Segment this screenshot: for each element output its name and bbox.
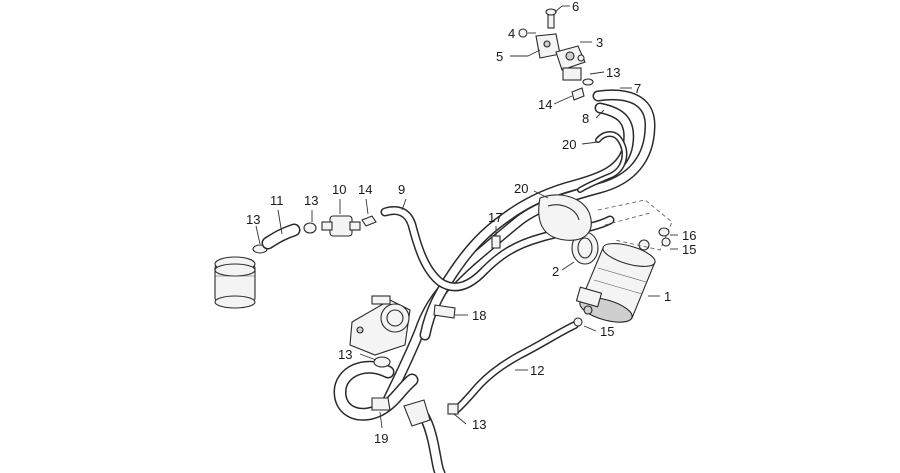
elbow-hose-11 — [261, 223, 301, 250]
clip-18 — [433, 304, 456, 319]
callout-13-left: 13 — [246, 212, 260, 227]
throttle-body-inlet — [214, 256, 256, 309]
callout-15-pump: 15 — [600, 324, 614, 339]
clip-15-right — [661, 237, 671, 247]
hose-7-main-run — [382, 89, 656, 406]
clip-16 — [658, 227, 670, 237]
small-clip-14-top — [571, 87, 585, 101]
callout-1: 1 — [664, 289, 671, 304]
callout-11: 11 — [270, 193, 284, 208]
callout-5: 5 — [496, 49, 503, 64]
callout-13-lower: 13 — [338, 347, 352, 362]
callout-17: 17 — [488, 210, 502, 225]
intake-manifold — [349, 295, 411, 356]
bracket-dashed-outline — [597, 199, 673, 251]
clip-17 — [491, 235, 501, 249]
nut-4 — [518, 28, 528, 38]
pump-clamp-2 — [571, 231, 599, 265]
hose-clamp-13-mid — [303, 222, 317, 234]
callout-16: 16 — [682, 228, 696, 243]
callout-6: 6 — [572, 0, 579, 14]
solenoid-valve-3 — [555, 45, 586, 81]
callout-12: 12 — [530, 363, 544, 378]
callout-20-mid: 20 — [514, 181, 528, 196]
clip-19 — [371, 397, 391, 411]
callout-8: 8 — [582, 111, 589, 126]
hose-lower-loop — [333, 360, 419, 421]
leader-lines — [255, 5, 678, 429]
clip-15-pump — [573, 317, 583, 327]
screw-6 — [545, 8, 557, 29]
callout-3: 3 — [596, 35, 603, 50]
clip-14-left — [361, 215, 377, 227]
callout-20-top: 20 — [562, 137, 576, 152]
callout-13-top: 13 — [606, 65, 620, 80]
callout-9: 9 — [398, 182, 405, 197]
fuel-pump — [575, 239, 656, 323]
callout-13-mid: 13 — [304, 193, 318, 208]
callout-4: 4 — [508, 26, 515, 41]
callout-19: 19 — [374, 431, 388, 446]
vapour-canister-bracket — [538, 194, 592, 241]
hose-20-upper — [577, 131, 628, 193]
hose-clip-13-top — [582, 78, 594, 86]
hose-12 — [452, 321, 579, 414]
callout-2: 2 — [552, 264, 559, 279]
callout-14-top: 14 — [538, 97, 552, 112]
callout-18: 18 — [472, 308, 486, 323]
callout-7: 7 — [634, 81, 641, 96]
outlet-connector — [403, 399, 431, 427]
hose-clamp-13-lower-left — [373, 356, 391, 368]
inline-filter-10 — [321, 215, 361, 237]
hose-clamp-13-lower-right — [447, 403, 459, 415]
callout-13-bottom: 13 — [472, 417, 486, 432]
callout-14-left: 14 — [358, 182, 372, 197]
callout-15-right: 15 — [682, 242, 696, 257]
callout-10: 10 — [332, 182, 346, 197]
hose-8-parallel-run — [419, 102, 635, 341]
